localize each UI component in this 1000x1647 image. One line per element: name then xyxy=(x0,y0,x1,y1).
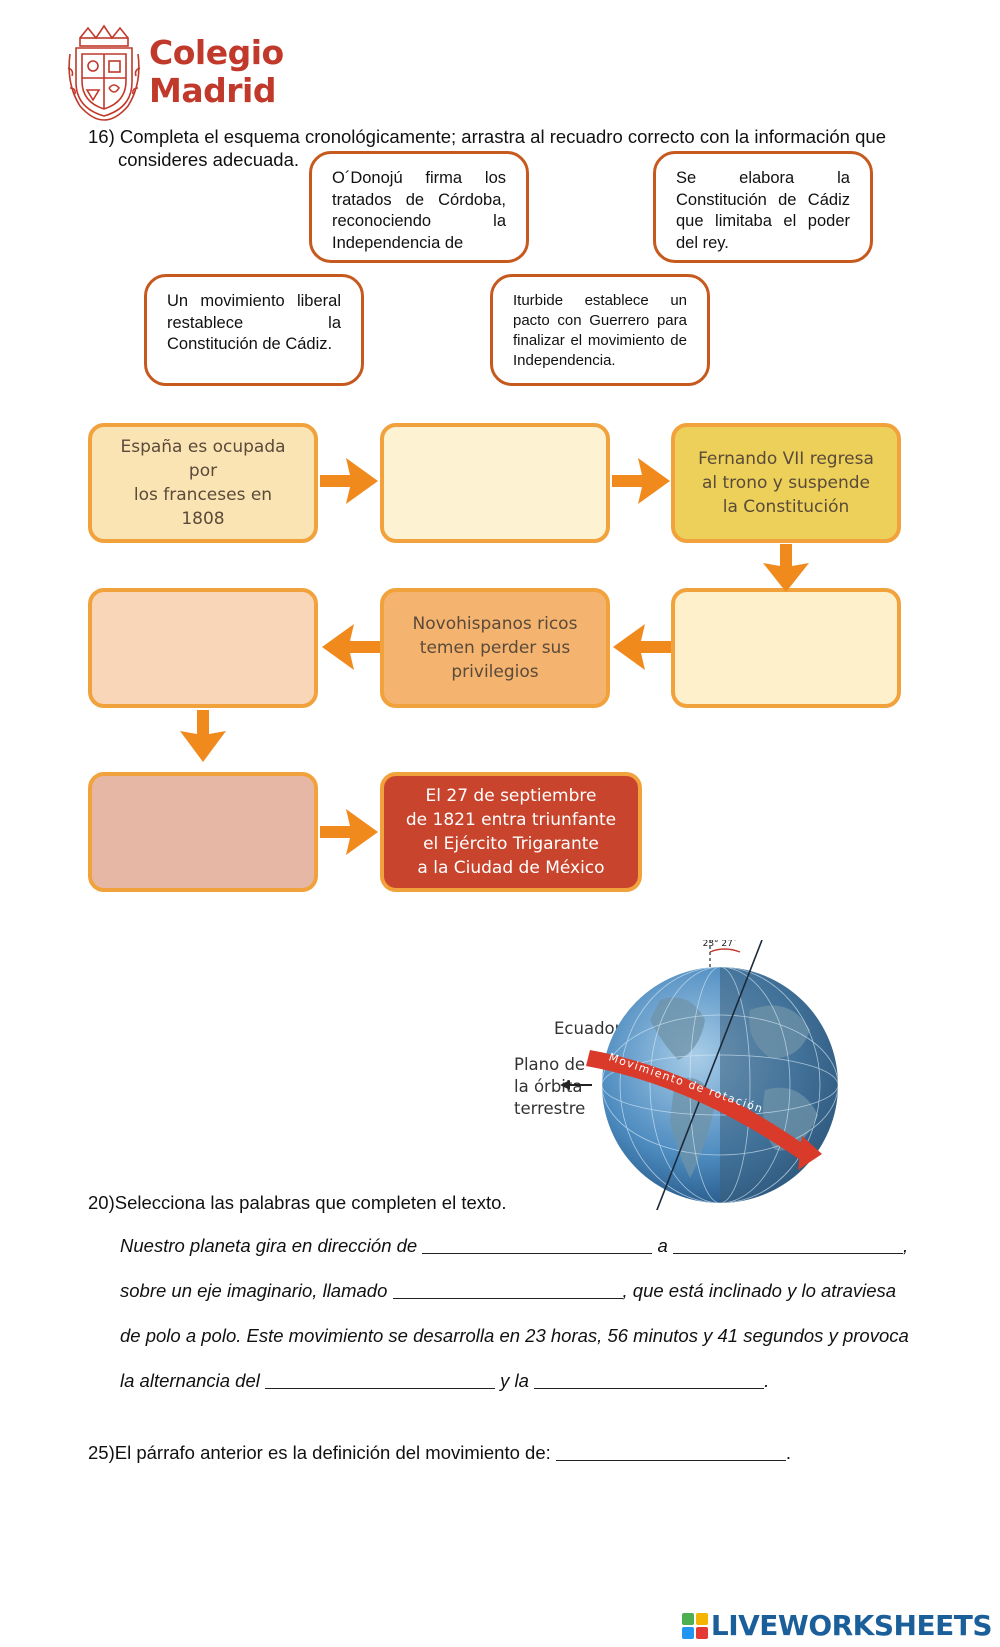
blank-direction-from[interactable] xyxy=(422,1236,653,1254)
paragraph-line-4: la alternancia del y la . xyxy=(120,1370,948,1392)
flow-box-novohispanos: Novohispanos ricos temen perder sus privil… xyxy=(380,588,610,708)
drag-option-text: Iturbide establece un pacto con Guerrero… xyxy=(513,292,687,369)
drop-zone-4[interactable] xyxy=(88,772,318,892)
question-20-number: 20) xyxy=(88,1192,115,1213)
flow-box-line: Fernando VII regresa xyxy=(698,449,874,469)
flow-box-line: al trono y suspende xyxy=(701,473,871,493)
flow-box-line: Novohispanos ricos xyxy=(412,614,578,634)
school-logo: Colegio Madrid xyxy=(66,24,284,122)
arrow-down-icon xyxy=(763,544,809,592)
axis-angle-label: 23° 27´ xyxy=(703,940,738,949)
flow-box-line: temen perder sus xyxy=(419,638,571,658)
flow-box-trigarante: El 27 de septiembre de 1821 entra triunfa… xyxy=(380,772,642,892)
arrow-left-icon xyxy=(322,624,380,670)
flow-box-line: el Ejército Trigarante xyxy=(423,834,599,854)
flow-box-line: España es ocupada por xyxy=(120,437,286,481)
arrow-right-icon xyxy=(320,809,378,855)
paragraph-text: , xyxy=(902,1235,909,1256)
paragraph-text: la alternancia del xyxy=(120,1370,260,1391)
drag-option-iturbide[interactable]: Iturbide establece un pacto con Guerrero… xyxy=(490,274,710,386)
drag-option-movimiento-liberal[interactable]: Un movimiento liberal restablece la Cons… xyxy=(144,274,364,386)
paragraph-line-3: de polo a polo. Este movimiento se desar… xyxy=(120,1325,948,1347)
flow-box-line: privilegios xyxy=(451,662,539,682)
liveworksheets-logo-icon xyxy=(681,1612,708,1639)
drop-zone-1[interactable] xyxy=(380,423,610,543)
drop-zone-3[interactable] xyxy=(88,588,318,708)
drag-option-odonoju[interactable]: O´Donojú firma los tratados de Córdoba, … xyxy=(309,151,529,263)
blank-alternation-1[interactable] xyxy=(265,1371,496,1389)
drop-zone-2[interactable] xyxy=(671,588,901,708)
drag-option-text: Un movimiento liberal restablece la Cons… xyxy=(167,292,341,353)
orbit-plane-line: la órbita xyxy=(514,1077,583,1096)
paragraph-line-1: Nuestro planeta gira en dirección de a , xyxy=(120,1235,948,1257)
flow-box-line: El 27 de septiembre xyxy=(425,786,597,806)
orbit-plane-line: terrestre xyxy=(514,1099,586,1118)
flow-box-line: de 1821 entra triunfante xyxy=(405,810,617,830)
blank-axis-name[interactable] xyxy=(392,1281,623,1299)
question-16-number: 16) xyxy=(88,126,115,147)
paragraph-text: Nuestro planeta gira en dirección de xyxy=(120,1235,418,1256)
paragraph-text: y la xyxy=(500,1370,529,1391)
question-20-prompt: Selecciona las palabras que completen el… xyxy=(114,1192,507,1213)
question-16: 16) Completa el esquema cronológicamente… xyxy=(88,125,948,171)
orbit-plane-label: Plano de la órbita terrestre xyxy=(514,1054,585,1120)
globe-icon: 23° 27´ Movimiento de rotación xyxy=(560,940,838,1210)
question-25: 25)El párrafo anterior es la definición … xyxy=(88,1442,791,1464)
drag-option-text: O´Donojú firma los tratados de Córdoba, … xyxy=(332,169,506,252)
arrow-right-icon xyxy=(612,458,670,504)
flow-box-line: los franceses en 1808 xyxy=(133,485,273,529)
flow-box-line: la Constitución xyxy=(722,497,850,517)
question-16-line1: Completa el esquema cronológicamente; ar… xyxy=(119,126,886,147)
paragraph-text: . xyxy=(764,1370,770,1391)
question-25-text: El párrafo anterior es la definición del… xyxy=(114,1442,551,1463)
drag-option-constitucion-cadiz[interactable]: Se elabora la Constitución de Cádiz que … xyxy=(653,151,873,263)
blank-direction-to[interactable] xyxy=(672,1236,903,1254)
liveworksheets-brand[interactable]: LIVEWORKSHEETS xyxy=(681,1609,993,1642)
question-25-number: 25) xyxy=(88,1442,115,1463)
school-name: Colegio Madrid xyxy=(149,34,284,110)
earth-rotation-figure: Ecuador Plano de la órbita terrestre xyxy=(500,940,870,1210)
blank-movement-type[interactable] xyxy=(555,1443,786,1461)
drag-option-text: Se elabora la Constitución de Cádiz que … xyxy=(676,169,850,252)
equator-label: Ecuador xyxy=(554,1019,622,1038)
paragraph-text: a xyxy=(657,1235,668,1256)
school-seal-icon xyxy=(67,24,141,121)
question-20: 20)Selecciona las palabras que completen… xyxy=(88,1192,507,1214)
question-16-line2: consideres adecuada. xyxy=(118,149,300,170)
arrow-left-icon xyxy=(613,624,671,670)
arrow-down-icon xyxy=(180,710,226,762)
arrow-right-icon xyxy=(320,458,378,504)
paragraph-text: de polo a polo. Este movimiento se desar… xyxy=(120,1325,909,1346)
flow-box-line: a la Ciudad de México xyxy=(417,858,605,878)
school-name-line1: Colegio xyxy=(149,33,284,72)
blank-alternation-2[interactable] xyxy=(534,1371,765,1389)
liveworksheets-wordmark: LIVEWORKSHEETS xyxy=(710,1609,993,1642)
school-name-line2: Madrid xyxy=(149,71,276,110)
paragraph-text: sobre un eje imaginario, llamado xyxy=(120,1280,388,1301)
question-25-end: . xyxy=(785,1442,792,1463)
paragraph-text: , que está inclinado y lo atraviesa xyxy=(622,1280,897,1301)
orbit-plane-line: Plano de xyxy=(514,1055,586,1074)
paragraph-line-2: sobre un eje imaginario, llamado , que e… xyxy=(120,1280,948,1302)
flow-box-fernando: Fernando VII regresa al trono y suspende l… xyxy=(671,423,901,543)
